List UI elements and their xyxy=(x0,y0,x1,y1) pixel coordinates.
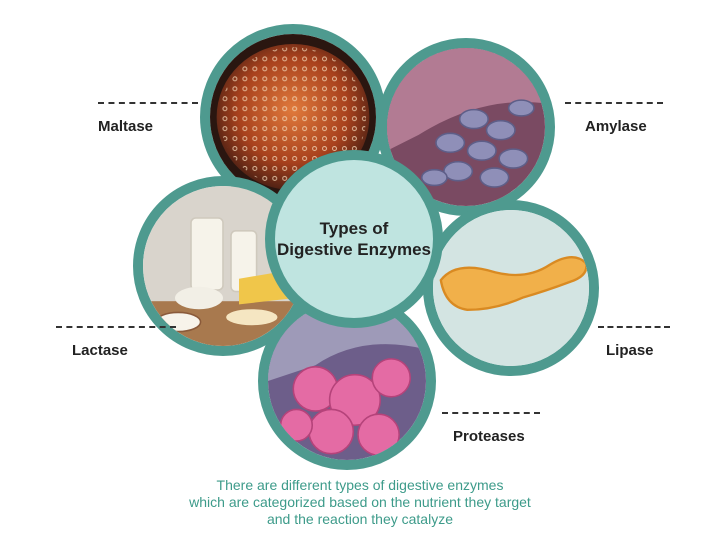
caption-line1: There are different types of digestive e… xyxy=(216,477,504,493)
lactase-leader xyxy=(56,326,176,328)
lipase-image xyxy=(423,200,599,376)
maltase-label: Maltase xyxy=(98,118,154,135)
amylase-leader xyxy=(565,102,663,104)
caption-line3: and the reaction they catalyze xyxy=(266,511,453,527)
amylase-label: Amylase xyxy=(585,118,647,135)
center-title-line1: Types of xyxy=(319,218,389,238)
caption-line2: which are categorized based on the nutri… xyxy=(189,494,531,510)
maltase-leader xyxy=(98,102,198,104)
lactase-label: Lactase xyxy=(72,342,128,359)
center-circle: Types of Digestive Enzymes xyxy=(265,150,443,328)
caption: There are different types of digestive e… xyxy=(110,477,610,528)
lipase-label: Lipase xyxy=(606,342,654,359)
center-title-line2: Digestive Enzymes xyxy=(276,240,431,259)
proteases-label: Proteases xyxy=(453,428,525,445)
proteases-leader xyxy=(442,412,540,414)
lipase-leader xyxy=(598,326,670,328)
